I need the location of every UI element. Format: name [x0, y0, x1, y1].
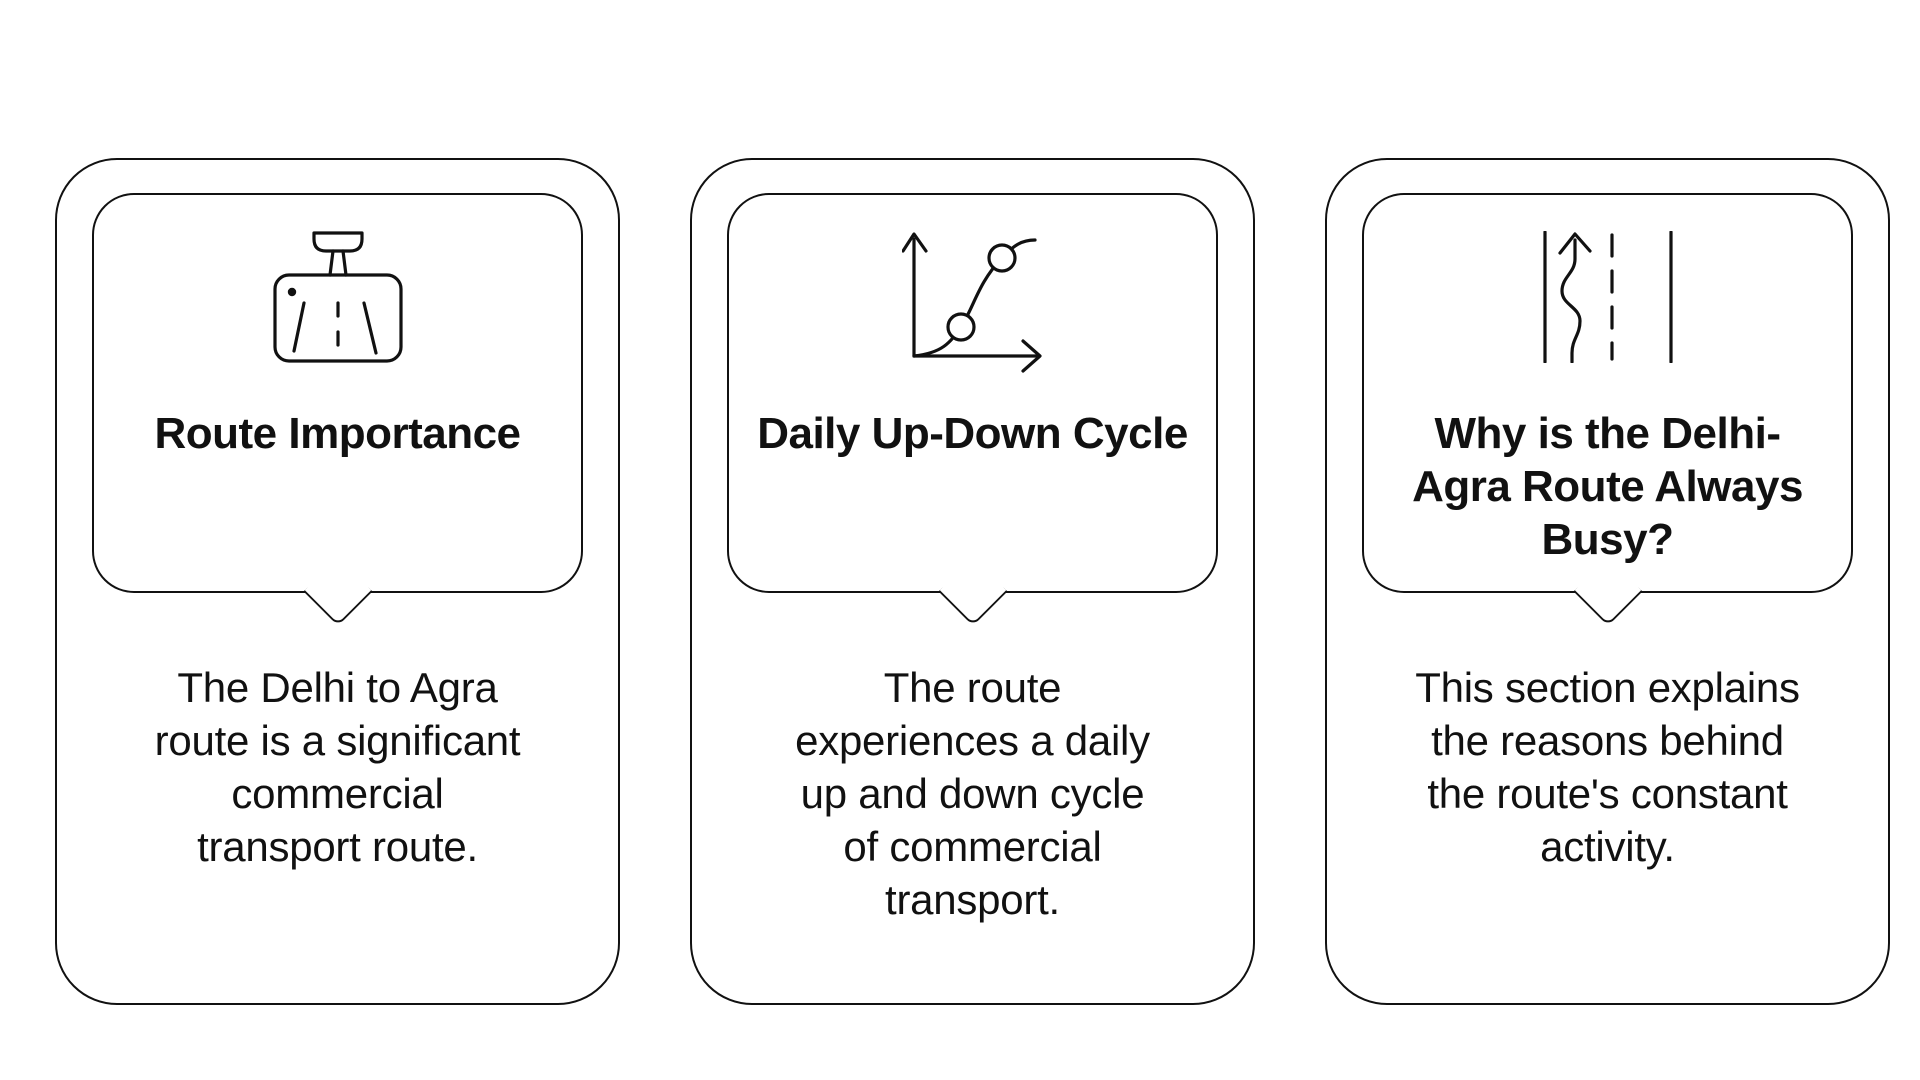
card-title: Daily Up-Down Cycle — [757, 409, 1188, 458]
card-row: Route Importance The Delhi to Agra route… — [55, 158, 1890, 1005]
dashcam-road-icon-svg — [272, 231, 403, 363]
bubble-tail — [937, 556, 1008, 627]
road-lanes-icon-svg — [1542, 231, 1673, 363]
title-bubble: Route Importance — [92, 193, 583, 627]
title-bubble: Why is the Delhi- Agra Route Always Busy… — [1362, 193, 1853, 627]
card-description: The route experiences a daily up and dow… — [795, 664, 1150, 923]
road-lanes-icon — [1364, 231, 1851, 371]
card-title: Why is the Delhi- Agra Route Always Busy… — [1412, 409, 1803, 564]
card-title: Route Importance — [154, 409, 521, 458]
card-description: This section explains the reasons behind… — [1415, 664, 1800, 870]
growth-chart-icon-svg — [901, 232, 1042, 373]
title-bubble: Daily Up-Down Cycle — [727, 193, 1218, 627]
bubble-tail — [302, 556, 373, 627]
info-card-route-importance: Route Importance The Delhi to Agra route… — [55, 158, 620, 1005]
dashcam-road-icon — [94, 231, 581, 371]
growth-chart-icon — [729, 231, 1216, 373]
info-card-daily-cycle: Daily Up-Down Cycle The route experience… — [690, 158, 1255, 1005]
info-card-why-busy: Why is the Delhi- Agra Route Always Busy… — [1325, 158, 1890, 1005]
bubble-tail — [1572, 556, 1643, 627]
card-description: The Delhi to Agra route is a significant… — [154, 664, 521, 870]
